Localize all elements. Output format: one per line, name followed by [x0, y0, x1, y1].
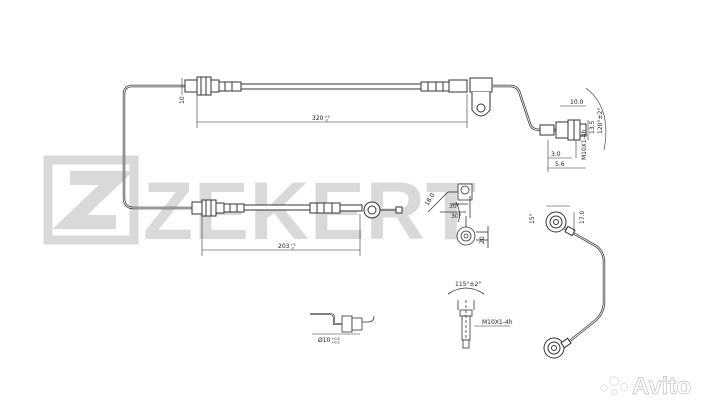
dim-30-label: 3.0 — [551, 151, 561, 158]
lower-hose-assembly — [191, 199, 403, 219]
avito-text: Avito — [632, 373, 691, 400]
upper-diameter-label: 10 — [179, 96, 186, 104]
bolt-detail — [447, 287, 510, 349]
diameter-bottom-tolerance-lower: +0.1 — [331, 341, 340, 345]
dim-170-label: 17.0 — [579, 210, 586, 224]
dim-10-label: 10.0 — [570, 99, 584, 106]
upper-hose-length-tolerance-lower: -2 — [324, 119, 328, 123]
diameter-bottom-label: Ø10 — [318, 337, 331, 344]
lower-hose-length-tolerance-lower: -2 — [290, 247, 294, 251]
angle-120-label: 120°±2° — [597, 108, 604, 134]
lower-hose-length-tolerance-upper: +5 — [290, 243, 295, 247]
diameter-bottom-tolerance-upper: +0.2 — [331, 337, 340, 341]
metal-pipe-assembly — [543, 205, 606, 359]
thread-upper-label: M10X1-4h — [581, 129, 588, 160]
bolt-detail-labels: 115°±2° M10X1-4h — [455, 281, 513, 326]
upper-hose-length-label: 320 — [312, 115, 324, 122]
banjo-detail — [427, 183, 489, 248]
dim-20-label: 20 — [479, 236, 486, 244]
angle-30a-label: 30° — [449, 203, 460, 210]
angle-30b-label: 30° — [451, 213, 462, 220]
dim-135-label: 13.5 — [589, 120, 596, 134]
dimension-labels: 320 203 10 10.0 3.0 5.6 M10X1-4h 120°±2°… — [179, 96, 604, 250]
avito-badge: Avito — [600, 373, 691, 400]
thread-lower-label: M10X1-4h — [482, 319, 513, 326]
avito-dots-icon — [600, 376, 628, 395]
lower-hose-length-label: 203 — [278, 243, 290, 250]
zekert-logo-icon — [43, 155, 139, 245]
angle-15-label: 15° — [529, 213, 536, 224]
upper-hose-assembly — [122, 76, 587, 210]
dim-56-label: 5.6 — [555, 161, 565, 168]
angle-115-label: 115°±2° — [455, 281, 481, 288]
metal-pipe-labels: 15° 17.0 — [529, 210, 586, 224]
hose-end-detail — [310, 313, 375, 335]
upper-hose-length-tolerance-upper: +5 — [324, 115, 329, 119]
dimension-lines — [181, 78, 607, 256]
hose-end-labels: Ø10 +0.2+0.1 — [318, 337, 340, 345]
